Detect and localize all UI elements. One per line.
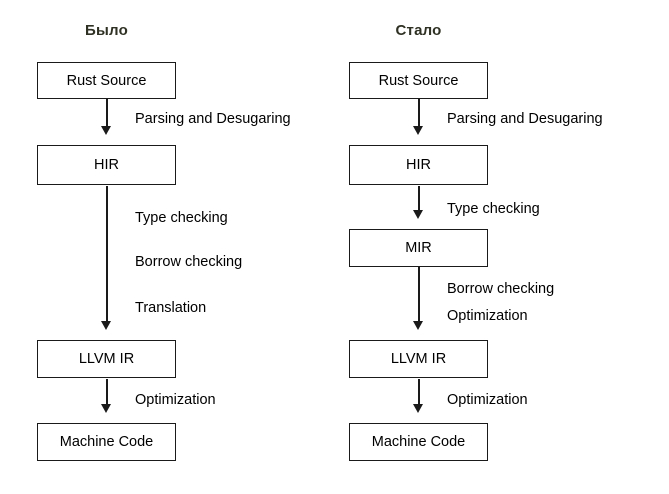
edge-label: Borrow checking (135, 254, 243, 270)
column-title-before: Было (85, 22, 128, 39)
edge-line-before-2 (106, 379, 108, 404)
edge-label: Parsing and Desugaring (447, 111, 603, 127)
arrowhead-icon-after-1 (413, 210, 423, 219)
edge-label: Parsing and Desugaring (135, 111, 291, 127)
node-box: HIR (37, 145, 176, 185)
node-box: Rust Source (37, 62, 176, 99)
arrowhead-icon-before-1 (101, 321, 111, 330)
edge-label: Translation (135, 300, 207, 316)
arrowhead-icon-before-0 (101, 126, 111, 135)
edge-label: Type checking (447, 201, 540, 217)
edge-line-before-0 (106, 99, 108, 126)
edge-label: Optimization (135, 392, 216, 408)
node-box: Machine Code (349, 423, 488, 461)
edge-line-after-3 (418, 379, 420, 404)
column-title-after: Стало (395, 22, 442, 39)
node-box: LLVM IR (349, 340, 488, 378)
arrowhead-icon-after-0 (413, 126, 423, 135)
node-box: HIR (349, 145, 488, 185)
edge-label: Optimization (447, 392, 528, 408)
edge-label: Optimization (447, 308, 528, 324)
node-box: LLVM IR (37, 340, 176, 378)
arrowhead-icon-after-3 (413, 404, 423, 413)
edge-line-before-1 (106, 186, 108, 321)
edge-line-after-1 (418, 186, 420, 210)
arrowhead-icon-before-2 (101, 404, 111, 413)
node-box: Rust Source (349, 62, 488, 99)
edge-label: Borrow checking (447, 281, 555, 297)
edge-line-after-0 (418, 99, 420, 126)
node-box: MIR (349, 229, 488, 267)
arrowhead-icon-after-2 (413, 321, 423, 330)
node-box: Machine Code (37, 423, 176, 461)
edge-label: Type checking (135, 210, 228, 226)
edge-line-after-2 (418, 267, 420, 321)
